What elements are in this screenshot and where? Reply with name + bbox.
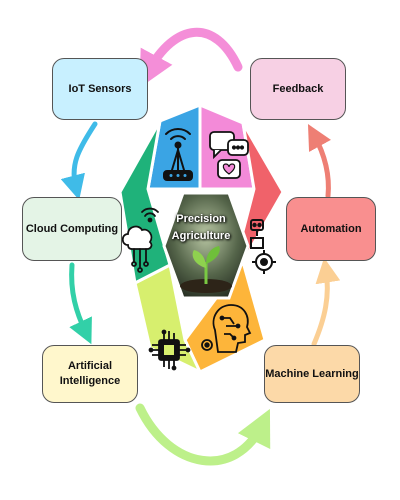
node-iot-sensors: IoT Sensors: [52, 58, 148, 120]
chip-icon: [148, 329, 191, 371]
arrow-cloud-to-ai: [69, 262, 92, 345]
node-cloud-computing: Cloud Computing: [22, 197, 122, 261]
node-machine-learning-label: Machine Learning: [265, 367, 359, 380]
node-automation-label: Automation: [300, 222, 362, 235]
arrow-iot-to-cloud: [60, 121, 98, 201]
robot-gear-icon: [250, 219, 276, 274]
node-feedback-label: Feedback: [272, 82, 324, 95]
center-title-line1: Precision: [176, 213, 226, 225]
node-artificial-intelligence: Artificial Intelligence: [42, 345, 138, 403]
center-title-line2: Agriculture: [171, 230, 231, 242]
cloud-network-icon: [121, 207, 159, 273]
center-hexagon: [162, 191, 250, 300]
arrow-automation-to-feedback: [307, 124, 331, 199]
plant-sprout-icon: [180, 246, 232, 293]
node-cloud-computing-label: Cloud Computing: [25, 222, 119, 235]
wifi-tower-icon: [163, 128, 193, 181]
arrow-ai-to-ml: [135, 403, 271, 466]
center-title: Precision Agriculture: [166, 211, 236, 245]
arrow-feedback-to-iot: [139, 27, 243, 88]
node-ai-label-line2: Intelligence: [59, 375, 121, 387]
arrow-ml-to-automation: [311, 257, 341, 347]
node-machine-learning: Machine Learning: [264, 345, 360, 403]
node-feedback: Feedback: [250, 58, 346, 120]
node-automation: Automation: [286, 197, 376, 261]
node-ai-label-line1: Artificial: [67, 360, 112, 372]
chat-bubbles-icon: [209, 131, 249, 179]
ai-head-icon: [201, 304, 252, 353]
node-iot-sensors-label: IoT Sensors: [68, 82, 132, 95]
